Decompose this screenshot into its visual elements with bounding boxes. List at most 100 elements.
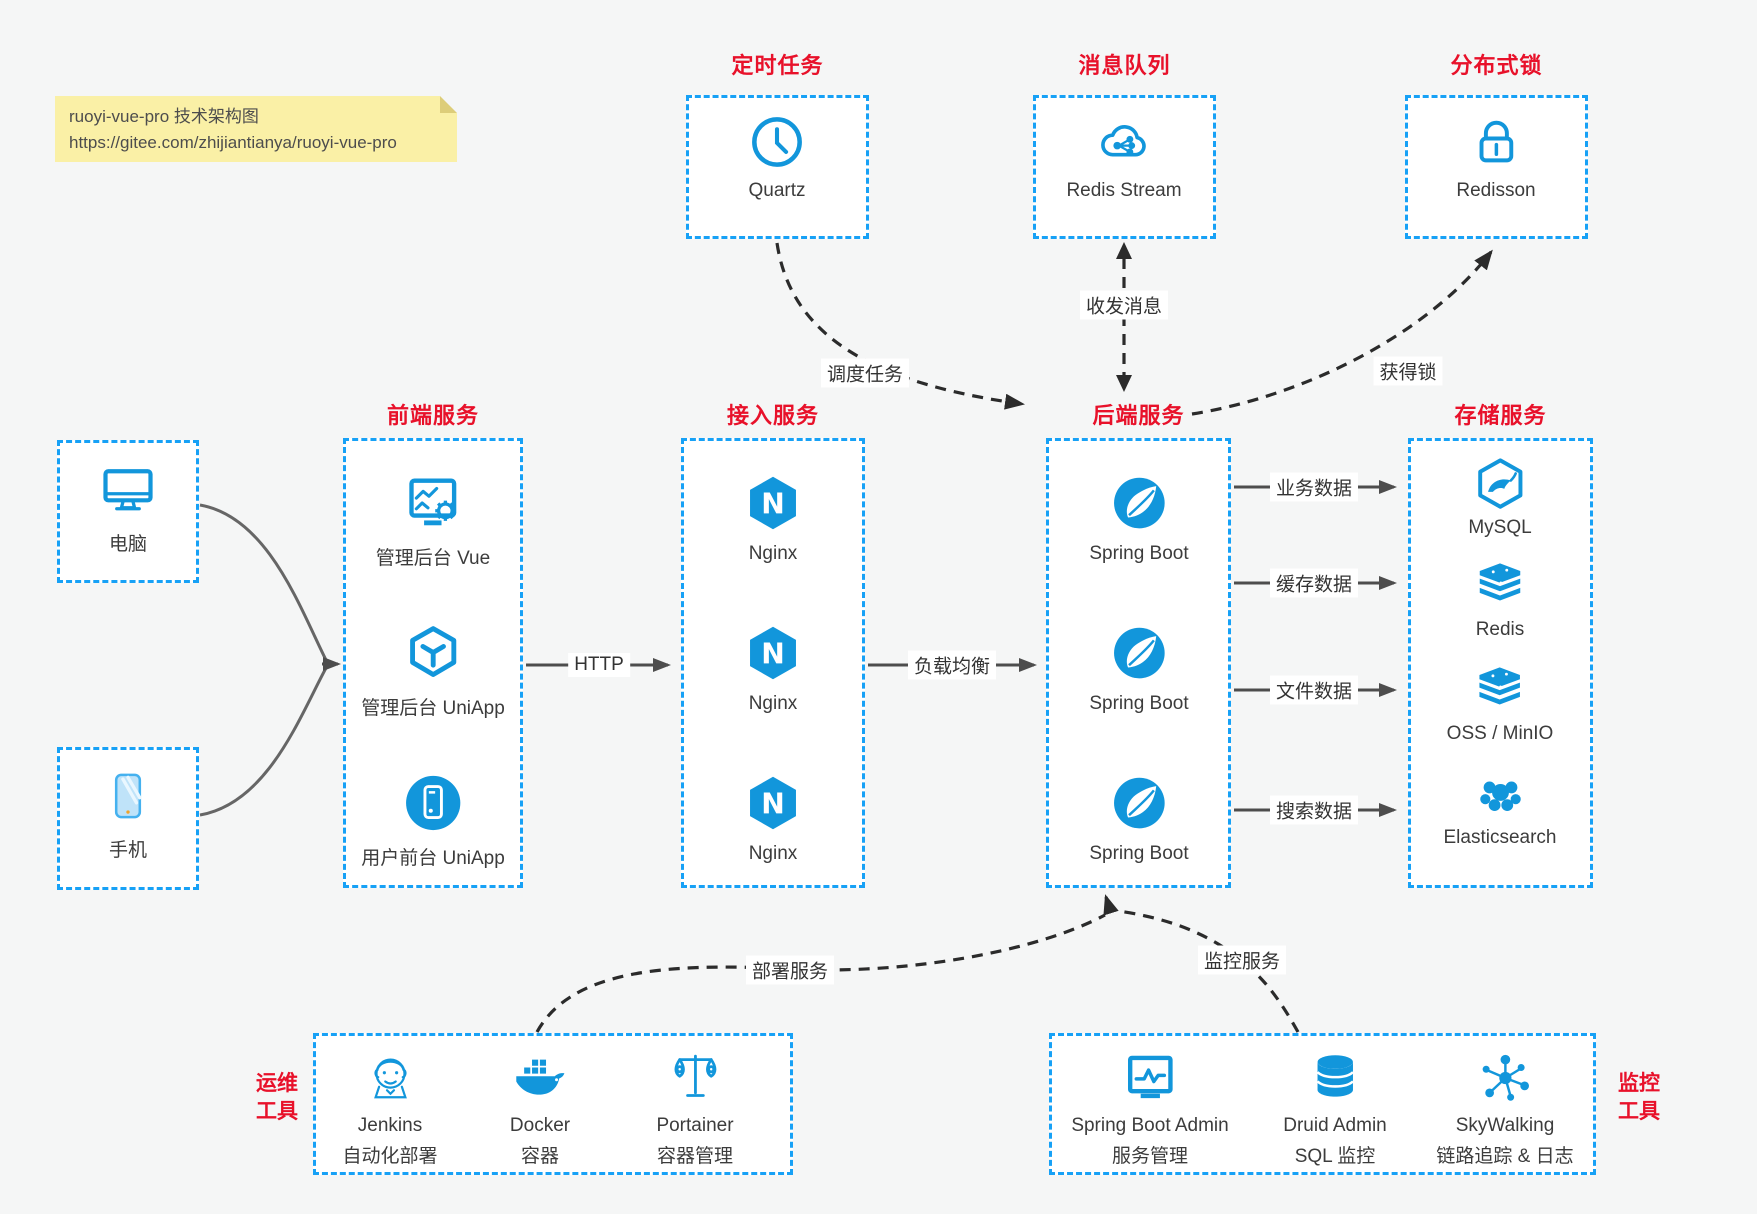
node-pc: 电脑 — [97, 460, 159, 556]
node-redis: Redis — [1472, 560, 1528, 641]
node-label: Elasticsearch — [1443, 827, 1557, 848]
node-user-uniapp: 用户前台 UniApp — [361, 772, 505, 870]
node-druid-admin: Druid Admin SQL 监控 — [1283, 1050, 1387, 1168]
node-label: Quartz — [748, 180, 806, 201]
node-redisson: Redisson — [1456, 113, 1536, 202]
admin-vue-icon — [402, 472, 464, 534]
node-oss-minio: OSS / MinIO — [1446, 664, 1554, 745]
http-label: HTTP — [568, 653, 630, 677]
deploy-label: 部署服务 — [745, 955, 835, 985]
node-sub-label: 链路追踪 & 日志 — [1436, 1146, 1574, 1167]
nginx-icon: N — [743, 472, 803, 534]
node-label: 电脑 — [108, 534, 147, 555]
phone-icon — [101, 766, 155, 826]
frontend-title: 前端服务 — [386, 403, 479, 428]
distributed-lock-box — [1405, 95, 1588, 239]
node-mysql: MySQL — [1468, 456, 1532, 539]
boot-admin-icon — [1121, 1050, 1179, 1106]
jenkins-icon — [362, 1050, 418, 1106]
node-elasticsearch: Elasticsearch — [1444, 768, 1557, 849]
storage-stack-icon — [1472, 664, 1528, 718]
node-label: OSS / MinIO — [1446, 723, 1554, 744]
node-label: 手机 — [108, 840, 147, 861]
message-queue-box — [1033, 95, 1216, 239]
node-spring-boot-2: Spring Boot — [1089, 622, 1189, 715]
svg-text:N: N — [761, 637, 785, 670]
node-sub-label: 容器 — [520, 1146, 559, 1167]
node-redis-stream: Redis Stream — [1066, 113, 1182, 202]
node-label: Docker — [509, 1115, 571, 1136]
spring-icon — [1109, 472, 1169, 534]
storage-arrows — [1234, 480, 1397, 817]
desktop-icon — [97, 460, 159, 520]
pc-client-box — [57, 440, 199, 583]
node-jenkins: Jenkins 自动化部署 — [342, 1050, 438, 1168]
message-label: 收发消息 — [1079, 290, 1169, 320]
node-spring-boot-1: Spring Boot — [1089, 472, 1189, 565]
node-spring-boot-3: Spring Boot — [1089, 772, 1189, 865]
redis-stack-icon — [1472, 560, 1528, 614]
docker-icon — [510, 1050, 570, 1106]
nginx-icon: N — [743, 772, 803, 834]
schedule-task-label: 调度任务 — [820, 358, 910, 388]
ops-tools-title: 运维 工具 — [256, 1072, 298, 1124]
node-label: Portainer — [656, 1115, 734, 1136]
sticky-note: ruoyi-vue-pro 技术架构图 https://gitee.com/zh… — [55, 96, 457, 162]
node-label: Redis Stream — [1066, 180, 1182, 201]
node-nginx-3: N Nginx — [743, 772, 803, 865]
node-nginx-1: N Nginx — [743, 472, 803, 565]
druid-db-icon — [1308, 1050, 1362, 1106]
node-label: 管理后台 UniApp — [361, 698, 505, 719]
node-spring-boot-admin: Spring Boot Admin 服务管理 — [1071, 1050, 1229, 1168]
spring-icon — [1109, 622, 1169, 684]
acquire-lock-arrow — [1191, 249, 1493, 416]
node-label: Redis — [1475, 619, 1525, 640]
load-balance-label: 负载均衡 — [907, 650, 997, 680]
elasticsearch-icon — [1472, 768, 1528, 822]
node-label: 用户前台 UniApp — [361, 848, 505, 869]
storage-title: 存储服务 — [1454, 403, 1547, 428]
node-sub-label: 容器管理 — [656, 1146, 734, 1167]
cloud-stream-icon — [1094, 113, 1154, 171]
node-label: Spring Boot — [1089, 843, 1189, 864]
node-phone: 手机 — [101, 766, 155, 862]
node-sub-label: SQL 监控 — [1294, 1146, 1376, 1167]
portainer-icon — [667, 1050, 723, 1106]
node-sub-label: 自动化部署 — [342, 1146, 438, 1167]
file-data-label: 文件数据 — [1269, 675, 1359, 705]
node-sub-label: 服务管理 — [1111, 1146, 1188, 1167]
svg-text:N: N — [761, 487, 785, 520]
deploy-monitor-arrowhead — [1103, 894, 1119, 916]
spring-icon — [1109, 772, 1169, 834]
node-docker: Docker 容器 — [510, 1050, 570, 1168]
node-label: Nginx — [748, 693, 798, 714]
node-admin-vue: 管理后台 Vue — [376, 472, 490, 570]
phone-client-box — [57, 747, 199, 890]
distributed-lock-title: 分布式锁 — [1450, 53, 1543, 78]
node-nginx-2: N Nginx — [743, 622, 803, 715]
mysql-icon — [1472, 456, 1528, 512]
node-label: Spring Boot — [1089, 543, 1189, 564]
acquire-lock-label: 获得锁 — [1373, 356, 1443, 386]
node-label: MySQL — [1468, 517, 1532, 538]
clock-icon — [748, 113, 806, 171]
scheduled-task-title: 定时任务 — [731, 53, 824, 78]
node-admin-uniapp: 管理后台 UniApp — [361, 622, 505, 720]
user-uniapp-icon — [402, 772, 464, 834]
nginx-icon: N — [743, 622, 803, 684]
svg-text:N: N — [761, 787, 785, 820]
monitor-label: 监控服务 — [1197, 945, 1287, 975]
node-label: Spring Boot — [1089, 693, 1189, 714]
ops-tools-box — [313, 1033, 793, 1175]
note-title: ruoyi-vue-pro 技术架构图 — [69, 107, 259, 126]
uniapp-cube-icon — [403, 622, 463, 684]
node-portainer: Portainer 容器管理 — [656, 1050, 734, 1168]
note-url: https://gitee.com/zhijiantianya/ruoyi-vu… — [69, 133, 397, 153]
business-data-label: 业务数据 — [1269, 472, 1359, 502]
monitoring-tools-title: 监控 工具 — [1618, 1072, 1660, 1124]
gateway-title: 接入服务 — [726, 403, 819, 428]
node-label: Nginx — [748, 543, 798, 564]
node-label: Redisson — [1456, 180, 1536, 201]
skywalking-icon — [1477, 1050, 1533, 1106]
